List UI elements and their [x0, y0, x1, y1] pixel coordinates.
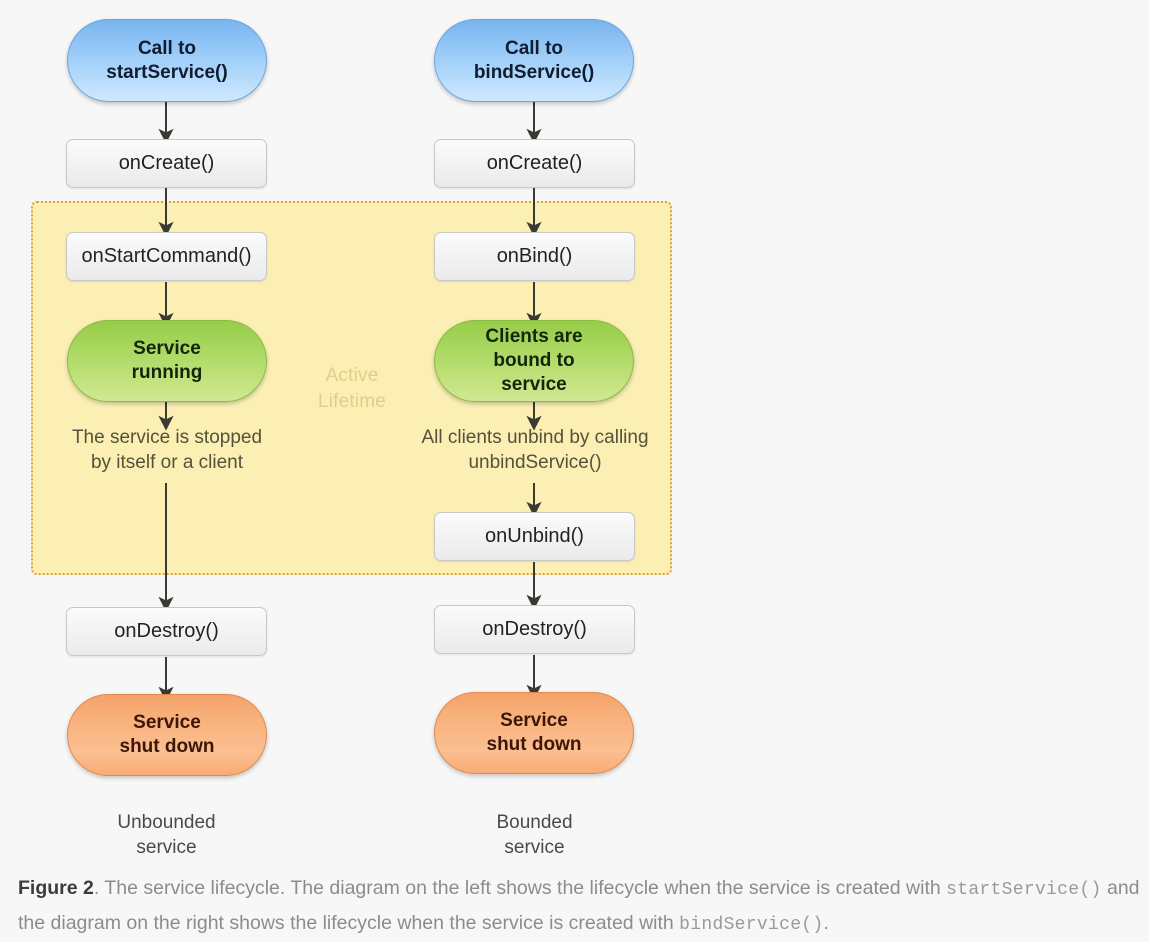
node-clients-bound-to-service[interactable]: Clients are bound to service — [434, 320, 634, 402]
node-on-bind[interactable]: onBind() — [434, 232, 635, 281]
node-right-service-shut-down[interactable]: Service shut down — [434, 692, 634, 774]
clients-bound-line-2: bound to — [493, 350, 575, 371]
left-on-create-label: onCreate() — [118, 152, 215, 174]
node-on-unbind[interactable]: onUnbind() — [434, 512, 635, 561]
right-on-destroy-label: onDestroy() — [482, 618, 587, 640]
clients-bound-line-1: Clients are — [485, 326, 583, 347]
caption-bounded-service: Bounded service — [434, 810, 635, 860]
call-to-start-service-line-2: startService() — [106, 61, 228, 83]
on-start-command-label: onStartCommand() — [81, 245, 252, 267]
active-lifetime-label: Active Lifetime — [296, 363, 408, 415]
caption-unbounded-service-line-2: service — [136, 837, 197, 858]
service-running-line-1: Service — [133, 338, 201, 359]
service-running-line-2: running — [131, 362, 203, 383]
figure-caption-text-1: . The service lifecycle. The diagram on … — [93, 877, 947, 899]
call-to-start-service-line-1: Call to — [137, 37, 197, 59]
active-lifetime-label-line-1: Active — [325, 365, 379, 386]
node-left-on-create[interactable]: onCreate() — [66, 139, 267, 188]
node-right-on-create[interactable]: onCreate() — [434, 139, 635, 188]
node-left-service-shut-down[interactable]: Service shut down — [67, 694, 267, 776]
caption-unbounded-service-line-1: Unbounded — [117, 812, 216, 833]
figure-caption-text-3: . — [823, 912, 829, 934]
right-service-shut-down-line-1: Service — [500, 710, 568, 731]
caption-bounded-service-line-2: service — [504, 837, 565, 858]
edge-label-service-stopped-line-1: The service is stopped — [71, 427, 263, 448]
caption-unbounded-service: Unbounded service — [66, 810, 267, 860]
figure-caption-code-bind-service: bindService() — [679, 915, 824, 935]
on-unbind-label: onUnbind() — [485, 525, 584, 547]
active-lifetime-label-line-2: Lifetime — [317, 391, 387, 412]
left-on-destroy-label: onDestroy() — [114, 620, 219, 642]
left-service-shut-down-line-1: Service — [133, 712, 201, 733]
edge-label-all-clients-unbind: All clients unbind by calling unbindServ… — [394, 425, 676, 475]
call-to-bind-service-line-1: Call to — [504, 37, 564, 59]
on-bind-label: onBind() — [496, 245, 573, 267]
figure-caption-label: Figure 2 — [18, 877, 94, 899]
right-service-shut-down-line-2: shut down — [486, 734, 582, 755]
caption-bounded-service-line-1: Bounded — [496, 812, 573, 833]
node-on-start-command[interactable]: onStartCommand() — [66, 232, 267, 281]
node-call-to-bind-service[interactable]: Call to bindService() — [434, 19, 634, 102]
clients-bound-line-3: service — [501, 374, 567, 395]
figure-caption-text-2: and the diagram on the right shows the l… — [18, 877, 1140, 934]
right-on-create-label: onCreate() — [486, 152, 583, 174]
node-call-to-start-service[interactable]: Call to startService() — [67, 19, 267, 102]
edge-label-service-stopped-line-2: by itself or a client — [90, 452, 244, 473]
node-right-on-destroy[interactable]: onDestroy() — [434, 605, 635, 654]
edge-label-all-clients-unbind-line-1: All clients unbind by calling — [421, 427, 649, 448]
node-left-on-destroy[interactable]: onDestroy() — [66, 607, 267, 656]
edge-label-all-clients-unbind-line-2: unbindService() — [468, 452, 602, 473]
figure-caption: Figure 2. The service lifecycle. The dia… — [18, 872, 1143, 942]
call-to-bind-service-line-2: bindService() — [473, 61, 595, 83]
figure-caption-code-start-service: startService() — [946, 880, 1102, 900]
left-service-shut-down-line-2: shut down — [119, 736, 215, 757]
node-service-running[interactable]: Service running — [67, 320, 267, 402]
edge-label-service-stopped: The service is stopped by itself or a cl… — [36, 425, 298, 475]
